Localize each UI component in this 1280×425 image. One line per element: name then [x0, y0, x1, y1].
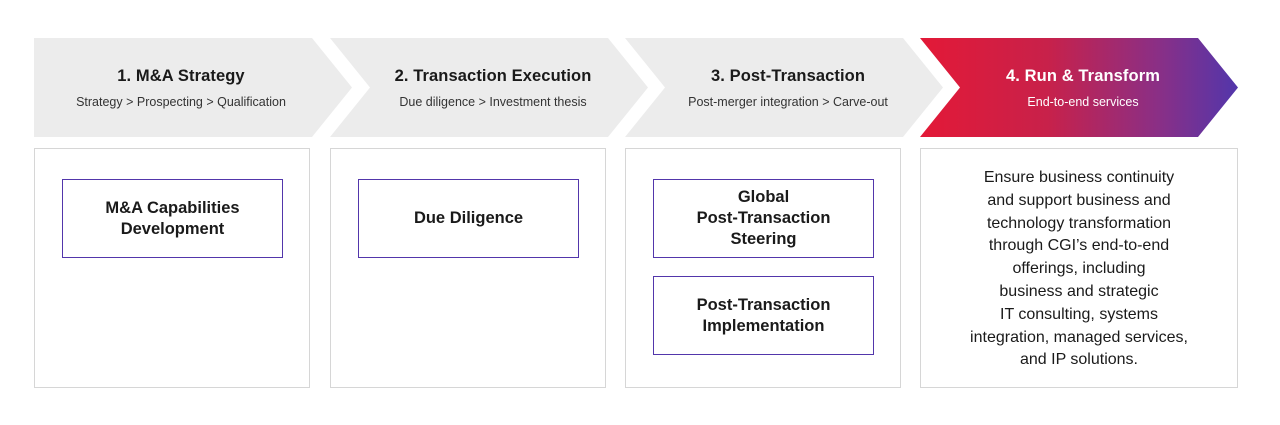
stage-subtitle: Strategy > Prospecting > Qualification — [76, 94, 286, 109]
service-box-label: Post-Transaction Implementation — [696, 295, 831, 335]
stage-subtitle: Due diligence > Investment thesis — [399, 94, 587, 109]
stage-panel-post-transaction: Global Post-Transaction Steering Post-Tr… — [625, 148, 901, 388]
run-transform-description: Ensure business continuity and support b… — [970, 169, 1188, 369]
stage-title: 1. M&A Strategy — [117, 66, 245, 85]
stage-chevron-run-transform: 4. Run & Transform End-to-end services — [920, 38, 1238, 137]
stage-subtitle: End-to-end services — [1027, 94, 1139, 109]
stage-panel-run-transform: Ensure business continuity and support b… — [920, 148, 1238, 388]
stage-title: 4. Run & Transform — [1006, 66, 1160, 85]
stage-chevron-post-transaction: 3. Post-Transaction Post-merger integrat… — [625, 38, 943, 137]
stage-chevron-ma-strategy: 1. M&A Strategy Strategy > Prospecting >… — [34, 38, 352, 137]
stage-title: 3. Post-Transaction — [710, 66, 866, 85]
service-box-label: Due Diligence — [413, 209, 524, 227]
stage-title: 2. Transaction Execution — [394, 66, 592, 85]
stage-chevron-transaction-execution: 2. Transaction Execution Due diligence >… — [330, 38, 648, 137]
service-box-ma-capabilities: M&A Capabilities Development — [62, 179, 283, 258]
service-box-due-diligence: Due Diligence — [358, 179, 579, 258]
stage-panel-transaction-execution: Due Diligence — [330, 148, 606, 388]
stage-subtitle: Post-merger integration > Carve-out — [688, 94, 888, 109]
stage-panel-ma-strategy: M&A Capabilities Development — [34, 148, 310, 388]
service-box-label: Global Post-Transaction Steering — [696, 188, 831, 248]
service-box-implementation: Post-Transaction Implementation — [653, 276, 874, 355]
service-box-global-steering: Global Post-Transaction Steering — [653, 179, 874, 258]
service-box-label: M&A Capabilities Development — [105, 198, 240, 238]
